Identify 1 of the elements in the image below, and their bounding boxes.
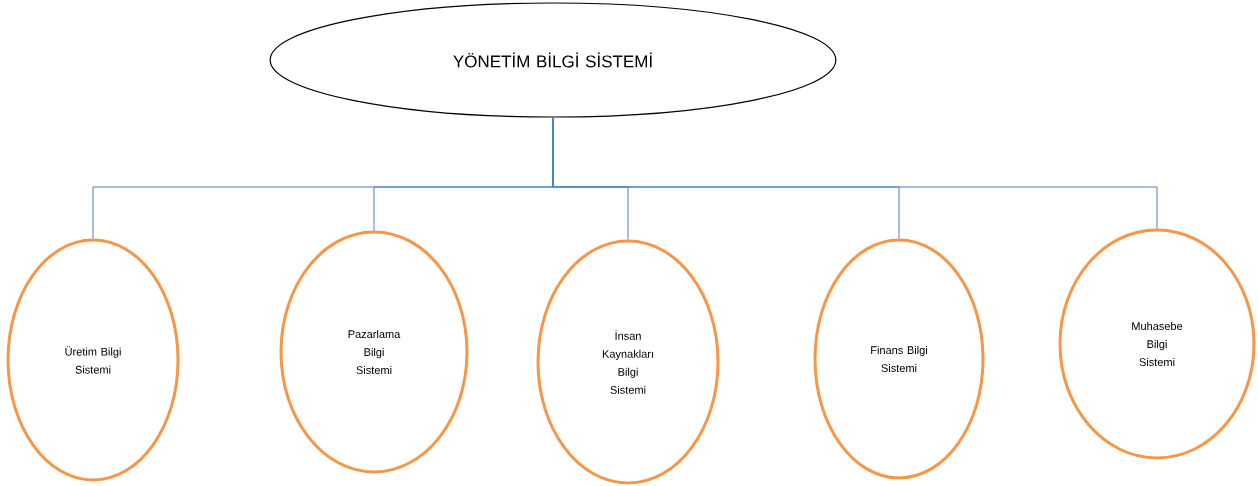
connector-line xyxy=(552,117,1158,229)
